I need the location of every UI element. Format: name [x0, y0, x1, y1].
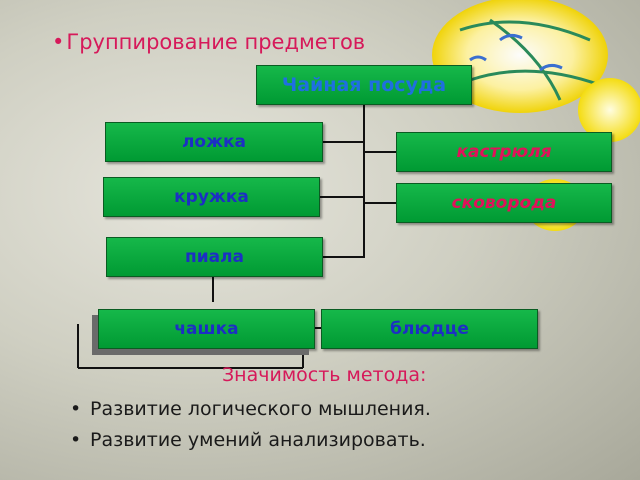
node-bottom-1: блюдце — [321, 309, 538, 349]
flower-large-icon — [432, 0, 608, 113]
node-left-2: пиала — [106, 237, 323, 277]
node-left-1: кружка — [103, 177, 320, 217]
heading-bullet: • — [52, 30, 65, 54]
significance-title: Значимость метода: — [222, 364, 427, 386]
node-bottom-0: чашка — [98, 309, 315, 349]
significance-item-1: • Развитие умений анализировать. — [70, 425, 431, 456]
slide-heading: •Группирование предметов — [52, 30, 365, 54]
node-left-0: ложка — [105, 122, 323, 162]
node-right-0: кастрюля — [396, 132, 612, 172]
significance-item-1-text: Развитие умений анализировать. — [90, 429, 426, 451]
significance-item-0-text: Развитие логического мышления. — [90, 398, 431, 420]
significance-item-0: • Развитие логического мышления. — [70, 394, 431, 425]
node-right-1: сковорода — [396, 183, 612, 223]
bullet-1: • — [70, 429, 82, 451]
heading-text: Группирование предметов — [66, 30, 366, 54]
significance-list: • Развитие логического мышления. • Развити… — [70, 394, 431, 456]
bullet-0: • — [70, 398, 82, 420]
node-root: Чайная посуда — [256, 65, 472, 105]
